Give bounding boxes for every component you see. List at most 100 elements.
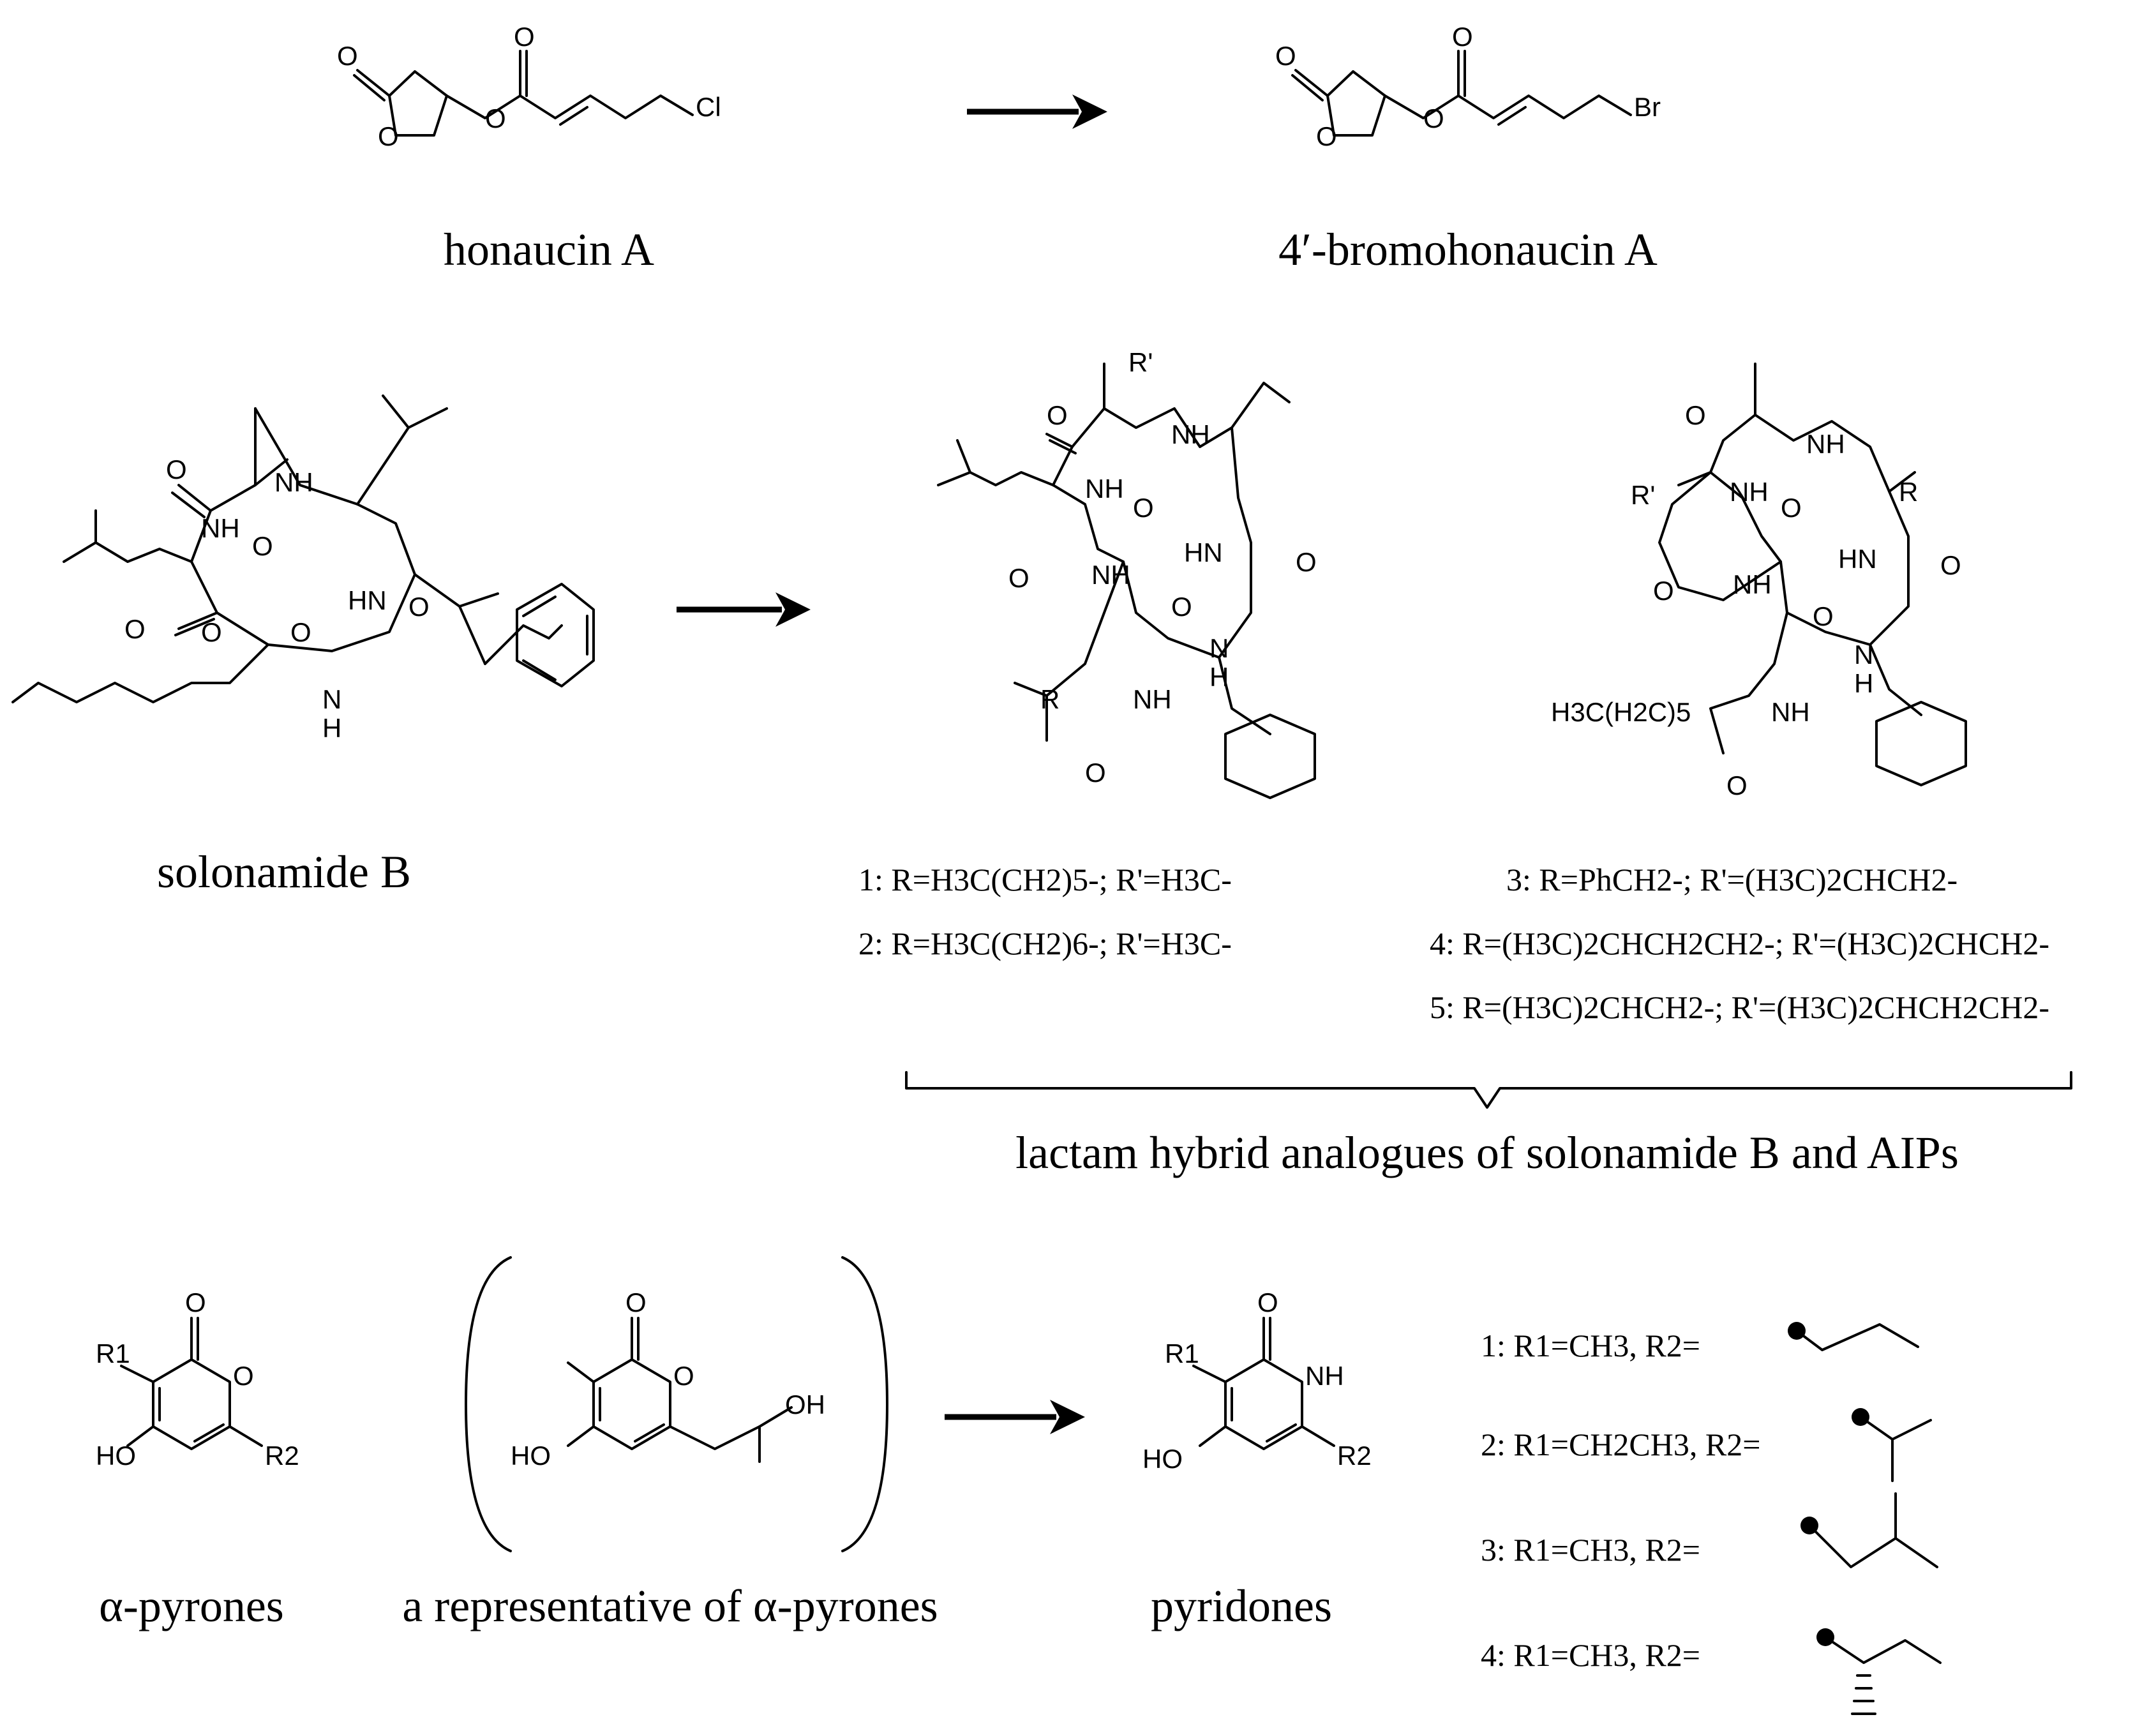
alpha-pyrones-structure: O O R1 HO R2 α-pyrones [96,1287,299,1631]
analog-a-rp: R' [1128,347,1153,377]
reaction-arrow-2 [677,592,811,627]
analog-a-h4: H [1209,662,1229,692]
lactam-brace-caption: lactam hybrid analogues of solonamide B … [1015,1127,1959,1178]
honaucin-ring-o: O [378,121,399,151]
representative-pyrone-structure: O O HO OH a representative of α-pyrones [402,1256,938,1631]
honaucin-a-structure: O O O O Cl honaucin A [337,22,721,275]
lactam-brace [905,1071,2072,1109]
lactam-definition-4: 4: R=(H3C)2CHCH2CH2-; R'=(H3C)2CHCH2- [1430,926,2049,961]
solonamide-o4: O [124,614,146,644]
pyrones-r1: R1 [96,1338,130,1368]
analog-b-o4: O [1653,576,1674,606]
lactam-definition-3: 3: R=PhCH2-; R'=(H3C)2CHCH2- [1506,862,1958,897]
bromohonaucin-a-caption: 4′-bromohonaucin A [1278,224,1658,275]
pyrones-ring-o: O [233,1361,254,1391]
analog-b-o1: O [1685,400,1706,430]
analog-b-o3: O [1940,550,1961,580]
lactam-definition-4-text: 4: R=(H3C)2CHCH2CH2-; R'=(H3C)2CHCH2- [1430,926,2049,961]
analog-b-nh5: NH [1771,697,1810,727]
analog-a-nh2: NH [1085,474,1124,504]
pyridone-definitions: 1: R1=CH3, R2= 2: R1=CH2CH3, R2= 3: R1=C… [1481,1322,1942,1715]
honaucin-ester-carbonyl-o: O [514,22,535,52]
analog-b-nh2: NH [1730,477,1769,507]
pyridone-definition-2: 2: R1=CH2CH3, R2= [1481,1427,1760,1462]
pyridones-caption: pyridones [1151,1580,1332,1631]
pyridone-definition-3: 3: R1=CH3, R2= [1481,1532,1700,1568]
solonamide-o1: O [166,454,187,484]
analog-a-nh3: NH [1091,560,1130,590]
honaucin-halogen: Cl [696,92,721,122]
pyridones-nh: NH [1305,1361,1344,1391]
lactam-definition-3-text: 3: R=PhCH2-; R'=(H3C)2CHCH2- [1506,862,1958,897]
analog-a-n4: N [1209,633,1229,663]
representative-ho: HO [511,1441,551,1471]
bromohonaucin-ester-carbonyl-o: O [1452,22,1473,52]
analog-b-hn1: HN [1838,544,1877,574]
propyl-group-1 [1795,1323,1919,1351]
bromohonaucin-ring-o: O [1316,121,1337,151]
analog-a-hn1: HN [1184,537,1223,567]
analog-a-nh5: NH [1133,684,1172,714]
analog-a-nh1: NH [1171,419,1210,449]
lactam-analog-b-structure: O NH R' NH O R HN O O NH O N H H3C(H2C)5… [1551,363,1967,800]
bromohonaucin-ester-o: O [1423,103,1444,133]
analog-b-nh3: NH [1733,569,1772,599]
solonamide-h3: H [322,713,341,743]
solonamide-o2: O [408,592,430,622]
pyrones-r2: R2 [265,1441,299,1471]
analog-a-o5: O [1171,592,1192,622]
reaction-arrow-1 [967,94,1107,129]
analog-b-chain: H3C(H2C)5 [1551,697,1691,727]
lactam-definition-1: 1: R=H3C(CH2)5-; R'=H3C- [858,862,1232,897]
sec-butyl-hashed-bond-4 [1851,1674,1876,1715]
analog-a-o2: O [1133,493,1154,523]
lactam-analog-a-structure: R' O NH NH O HN O O NH O N H R NH O [937,347,1317,799]
solonamide-o5: O [201,617,222,647]
analog-b-r: R [1899,477,1918,507]
bromohonaucin-carbonyl-o: O [1275,41,1296,71]
representative-carbonyl-o: O [625,1287,647,1317]
pyridone-definition-4: 4: R1=CH3, R2= [1481,1637,1700,1673]
lactam-definition-2-text: 2: R=H3C(CH2)6-; R'=H3C- [858,926,1232,961]
sec-butyl-group-4 [1824,1636,1942,1664]
honaucin-a-caption: honaucin A [444,224,654,275]
solonamide-hn1: HN [348,585,387,615]
representative-oh: OH [785,1390,825,1420]
solonamide-nh1: NH [274,467,313,497]
pyrones-ho: HO [96,1441,136,1471]
analog-b-o5: O [1813,601,1834,631]
solonamide-o6: O [290,617,311,647]
lactam-definition-5-text: 5: R=(H3C)2CHCH2-; R'=(H3C)2CHCH2CH2- [1430,989,2049,1025]
analog-b-nh1: NH [1806,429,1845,459]
pyridones-structure: O NH R1 HO R2 pyridones [1142,1287,1372,1631]
pyrones-carbonyl-o: O [185,1287,206,1317]
solonamide-b-structure: O NH NH HN O O O O O N H solonamide B [11,394,595,897]
honaucin-carbonyl-o: O [337,41,358,71]
solonamide-b-caption: solonamide B [157,846,411,897]
lactam-definition-1-text: 1: R=H3C(CH2)5-; R'=H3C- [858,862,1232,897]
honaucin-ester-o: O [485,103,506,133]
analog-a-r: R [1040,684,1059,714]
pyridones-r1: R1 [1165,1338,1199,1368]
analog-b-h4: H [1854,668,1873,698]
isobutyl-group-3 [1808,1492,1938,1568]
analog-a-o1: O [1047,400,1068,430]
analog-a-o3: O [1296,547,1317,577]
analog-a-o6: O [1085,758,1106,788]
analog-b-o2: O [1781,493,1802,523]
bromohonaucin-a-structure: O O O O Br 4′-bromohonaucin A [1275,22,1661,275]
analog-b-n4: N [1854,640,1873,670]
analog-a-o4: O [1008,563,1029,593]
lactam-definition-2: 2: R=H3C(CH2)6-; R'=H3C- [858,926,1232,961]
bromohonaucin-halogen: Br [1634,92,1661,122]
solonamide-n3: N [322,684,341,714]
reaction-arrow-3 [945,1400,1085,1434]
lactam-definitions: 1: R=H3C(CH2)5-; R'=H3C- 2: R=H3C(CH2)6-… [858,862,2049,1025]
pyridones-carbonyl-o: O [1257,1287,1278,1317]
pyridones-ho: HO [1142,1444,1183,1474]
analog-b-rp: R' [1631,480,1655,510]
lactam-definition-5: 5: R=(H3C)2CHCH2-; R'=(H3C)2CHCH2CH2- [1430,989,2049,1025]
alpha-pyrones-caption: α-pyrones [99,1580,284,1631]
analog-b-o6: O [1726,770,1748,800]
